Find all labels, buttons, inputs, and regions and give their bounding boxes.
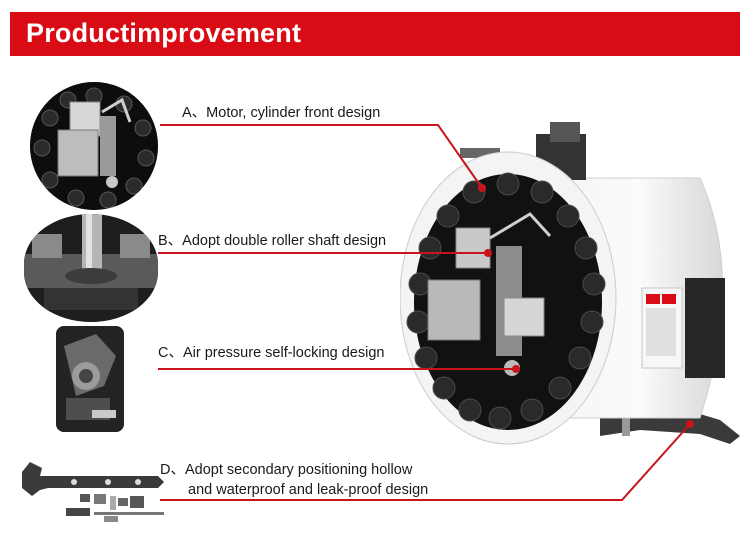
title-banner: Productimprovement	[10, 12, 740, 56]
feature-d-label-line1: D、Adopt secondary positioning hollow	[160, 462, 413, 478]
banner-title: Productimprovement	[26, 18, 302, 48]
roller-shaft-photo	[24, 214, 158, 322]
motor-cylinder-photo	[30, 82, 158, 210]
feature-d-label-line2: and waterproof and leak-proof design	[188, 482, 429, 498]
tool-magazine-photo	[399, 118, 750, 452]
feature-c-label: C、Air pressure self-locking design	[158, 345, 385, 361]
feature-a-label: A、Motor, cylinder front design	[182, 105, 381, 121]
positioning-parts-photo	[18, 458, 168, 526]
air-lock-photo	[56, 326, 124, 432]
feature-b-label: B、Adopt double roller shaft design	[158, 233, 387, 249]
